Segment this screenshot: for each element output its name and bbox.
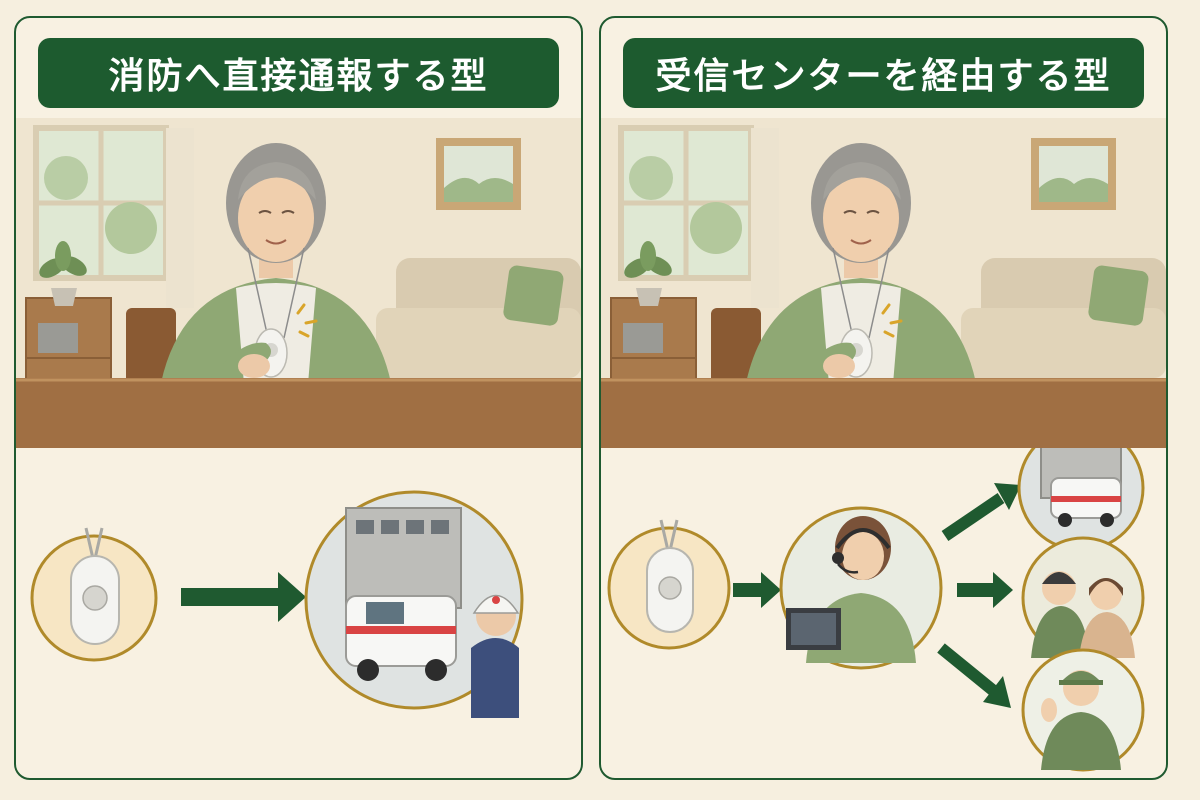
potted-plant-icon [624,241,672,306]
panel-direct-fire-report: 消防へ直接通報する型 [14,16,583,780]
ambulance-icon [345,595,457,681]
table-illustration [601,378,1166,448]
table-illustration [16,378,581,448]
fire-department-circle [304,490,524,718]
receiving-center-operator-circle [779,506,943,670]
picture-frame-illustration [436,138,521,210]
sofa-illustration [961,258,1166,378]
fire-station-icon [345,507,462,609]
via-center-flow-diagram [607,448,1145,772]
window-illustration [33,125,194,308]
emergency-pendant-circle [30,527,158,662]
call-center-operator-icon [786,516,916,663]
family-icon [1031,571,1135,658]
living-room-scene-illustration [16,118,581,448]
arrow-to-fire-department [181,572,306,622]
sofa-illustration [376,258,581,378]
fire-department-small-circle [1017,448,1145,552]
arrow-to-receiving-center [733,572,781,608]
neighbor-icon [1041,670,1121,770]
panel-title-direct: 消防へ直接通報する型 [38,38,559,108]
living-room-scene-illustration-right [601,118,1166,448]
arrow-to-family [957,572,1013,608]
window-illustration [618,125,779,308]
family-circle [1021,536,1145,660]
direct-flow-diagram [30,490,524,718]
neighbor-circle [1021,648,1145,772]
picture-frame-illustration [1031,138,1116,210]
emergency-pendant-circle [607,519,731,650]
potted-plant-icon [39,241,87,306]
arrow-to-fire-department [941,483,1021,541]
arrow-to-neighbor [937,643,1011,708]
ambulance-icon [1050,477,1122,527]
panel-via-receiving-center: 受信センターを経由する型 [599,16,1168,780]
panel-title-via-center: 受信センターを経由する型 [623,38,1144,108]
firefighter-icon [471,594,520,718]
